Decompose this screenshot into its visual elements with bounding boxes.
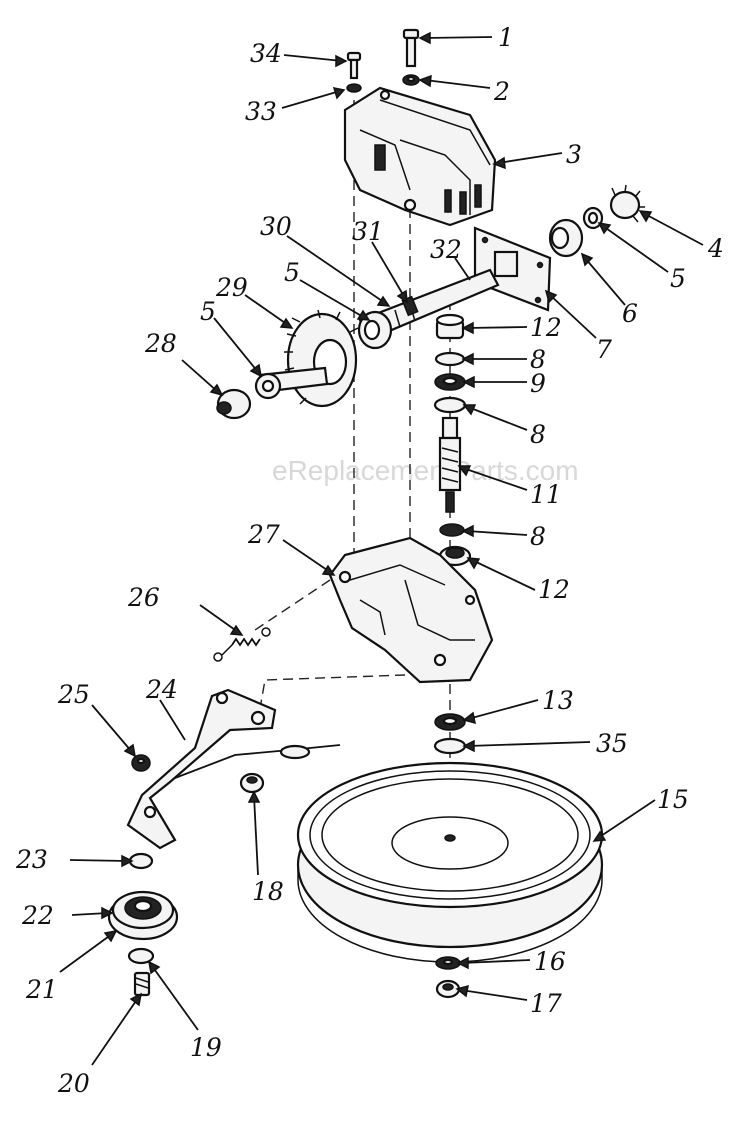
callout-34: 34 <box>250 39 282 68</box>
tension-spring <box>213 627 271 662</box>
callout-3: 3 <box>566 140 582 169</box>
washer-middle <box>433 396 467 414</box>
left-bolt <box>346 51 362 93</box>
bearing-plate <box>473 226 552 312</box>
callout-29: 29 <box>215 273 248 302</box>
callout-6: 6 <box>622 299 638 328</box>
callout-4: 4 <box>707 234 724 263</box>
thrust-washer-left <box>254 372 282 400</box>
callout-7: 7 <box>596 335 612 364</box>
callout-30: 30 <box>260 212 292 241</box>
seal-ring <box>434 373 466 391</box>
pulley-bolt <box>133 971 151 997</box>
callout-8-middle: 8 <box>530 420 546 449</box>
drive-pulley <box>296 761 604 963</box>
pulley-washer <box>127 947 155 965</box>
callout-25: 25 <box>57 680 90 709</box>
callout-28: 28 <box>144 329 177 358</box>
callout-12-upper: 12 <box>530 313 562 342</box>
callout-21: 21 <box>25 975 58 1004</box>
drive-washer-lower <box>433 737 467 755</box>
upper-bearing <box>435 313 465 340</box>
washer-lower <box>439 523 465 537</box>
callout-2: 2 <box>493 77 510 106</box>
drive-washer-upper <box>434 713 466 731</box>
top-bolt <box>402 28 420 86</box>
upper-gear-housing <box>343 86 497 227</box>
shaft-bushing-left <box>216 388 252 420</box>
thrust-washer-right <box>582 206 604 230</box>
worm-gear <box>258 309 359 408</box>
idler-nut <box>239 772 265 794</box>
pulley-washer-bottom <box>435 956 461 970</box>
callout-11: 11 <box>530 480 562 509</box>
callout-labels: 1 2 3 4 5 6 7 34 33 30 31 32 5 29 5 28 1… <box>15 23 724 1098</box>
callout-5-right: 5 <box>670 264 686 293</box>
callout-8-lower: 8 <box>530 522 546 551</box>
callout-23: 23 <box>15 845 48 874</box>
callout-31: 31 <box>352 217 384 246</box>
callout-22: 22 <box>21 901 54 930</box>
callout-5-mid: 5 <box>284 258 300 287</box>
callout-5-left: 5 <box>200 297 216 326</box>
watermark: eReplacementParts.com <box>272 455 579 486</box>
idler-pulley <box>107 890 179 941</box>
pivot-nut <box>131 754 151 772</box>
callout-9: 9 <box>530 369 546 398</box>
worm-shaft <box>357 268 500 350</box>
callout-33: 33 <box>245 97 277 126</box>
callout-15: 15 <box>657 785 689 814</box>
callout-17: 17 <box>530 989 562 1018</box>
callout-35: 35 <box>596 729 628 758</box>
callout-8-upper: 8 <box>530 345 546 374</box>
callout-18: 18 <box>252 877 284 906</box>
washer-upper <box>434 351 466 367</box>
leader-lines <box>59 31 704 1066</box>
pulley-nut <box>435 979 461 999</box>
callout-24: 24 <box>145 675 178 704</box>
callout-27: 27 <box>247 520 280 549</box>
idler-arm <box>126 688 341 850</box>
callout-12-lower: 12 <box>538 575 570 604</box>
bushing <box>548 218 584 258</box>
callout-20: 20 <box>57 1069 90 1098</box>
callout-16: 16 <box>534 947 566 976</box>
callout-1: 1 <box>498 23 514 52</box>
callout-26: 26 <box>127 583 160 612</box>
callout-32: 32 <box>430 235 462 264</box>
callout-13: 13 <box>542 686 574 715</box>
callout-19: 19 <box>190 1033 222 1062</box>
output-shaft <box>438 416 462 513</box>
drive-pinion <box>609 184 645 223</box>
lower-gear-housing <box>328 536 494 684</box>
